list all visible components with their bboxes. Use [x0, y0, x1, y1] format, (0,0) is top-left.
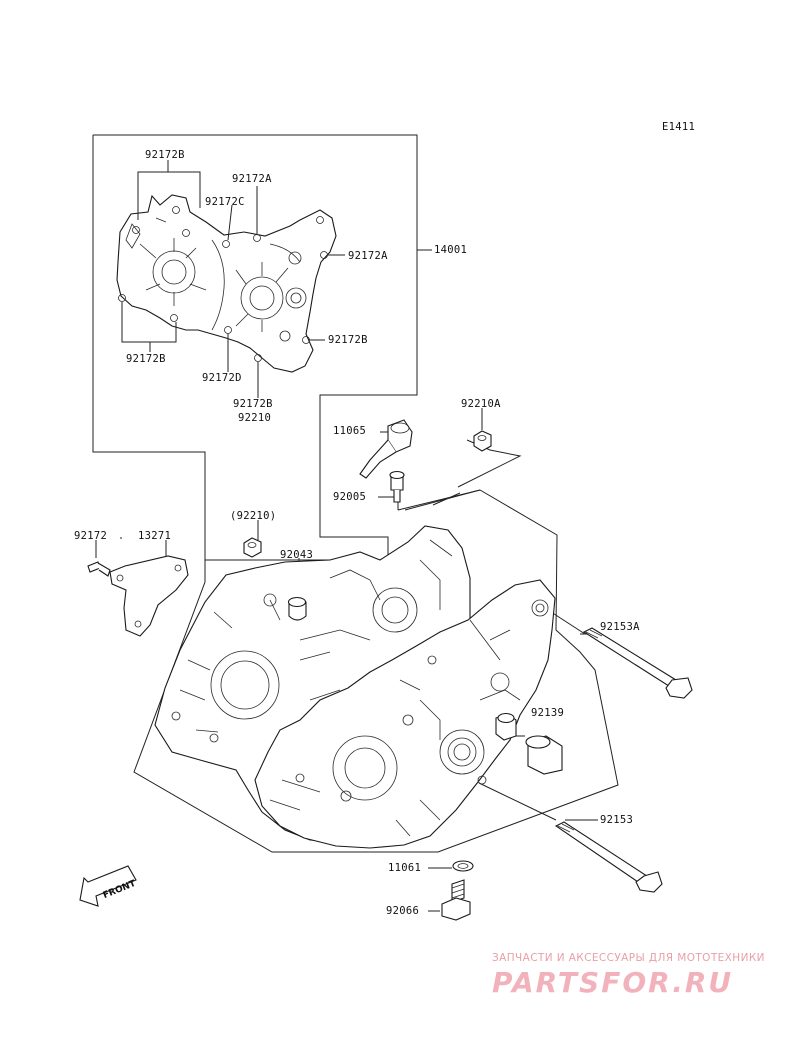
- label-11065: 11065: [333, 425, 367, 437]
- collar-92139: [525, 735, 563, 775]
- label-92153: 92153: [600, 814, 634, 826]
- nut-92210-paren: [243, 537, 262, 558]
- screw-92172: [87, 561, 111, 577]
- gasket-leaders: [121, 160, 345, 398]
- label-92172B-bottom: 92172B: [233, 398, 273, 410]
- label-92066: 92066: [386, 905, 420, 917]
- label-92043: 92043: [280, 549, 314, 561]
- label-92210-bottom: 92210: [238, 412, 272, 424]
- label-92172C: 92172C: [205, 196, 245, 208]
- label-92153A: 92153A: [600, 621, 640, 633]
- label-92172B-top: 92172B: [145, 149, 185, 161]
- figure-id: E1411: [662, 121, 696, 133]
- label-92139: 92139: [531, 707, 565, 719]
- label-92005: 92005: [333, 491, 367, 503]
- plate-13271: [109, 555, 189, 637]
- label-92172A-top: 92172A: [232, 173, 272, 185]
- label-14001: 14001: [434, 244, 468, 256]
- gasket-group-outline: [92, 134, 418, 561]
- washer-11061: [452, 860, 474, 872]
- fitting-92005: [389, 470, 405, 503]
- bracket-11065: [359, 419, 413, 479]
- collar-92139-insert: [495, 712, 517, 741]
- label-92172B-right: 92172B: [328, 334, 368, 346]
- label-92210A: 92210A: [461, 398, 501, 410]
- bolt-92153: [554, 821, 663, 893]
- label-11061: 11061: [388, 862, 422, 874]
- plug-92066: [441, 879, 471, 921]
- label-92172B-left: 92172B: [126, 353, 166, 365]
- front-arrow-icon: FRONT: [79, 865, 138, 907]
- dowel-pin-92043: [287, 596, 307, 621]
- label-92210-paren: (92210): [230, 510, 277, 522]
- watermark-tagline: ЗАПЧАСТИ И АКСЕССУАРЫ ДЛЯ МОТОТЕХНИКИ: [492, 952, 765, 964]
- crankcase-halves: [154, 525, 556, 849]
- bolt-92153A: [582, 627, 693, 699]
- label-92172D: 92172D: [202, 372, 242, 384]
- nut-92210A: [473, 430, 492, 452]
- label-92172A-right: 92172A: [348, 250, 388, 262]
- label-92172: 92172: [74, 530, 108, 542]
- crankcase-gasket: [116, 194, 337, 373]
- watermark-logo: PARTSFOR.RU: [492, 966, 734, 999]
- label-13271: 13271: [138, 530, 172, 542]
